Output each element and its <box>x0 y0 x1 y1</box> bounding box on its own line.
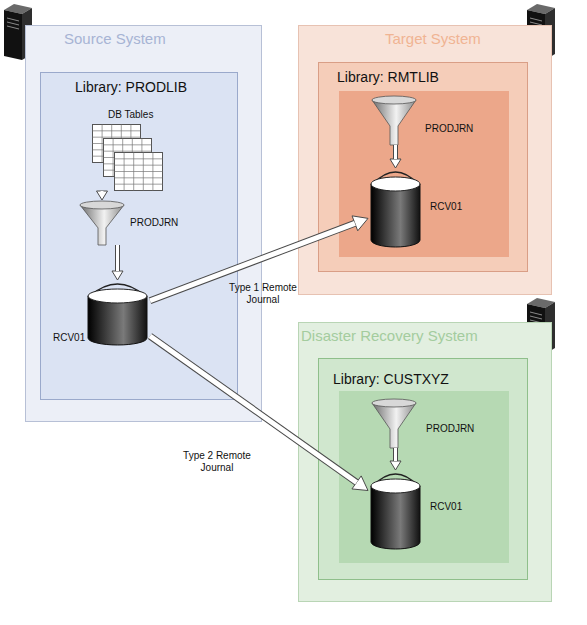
system-box: Target SystemLibrary: RMTLIB PRODJRN RCV01 <box>298 25 552 295</box>
server-slot <box>530 312 542 315</box>
system-title: Target System <box>385 30 481 47</box>
shape-label: RCV01 <box>430 201 462 213</box>
journal-receiver-shape <box>368 168 423 248</box>
shape-label: DB Tables <box>108 109 153 121</box>
system-box: Source SystemLibrary: PRODLIB DB TablesPR… <box>25 25 262 422</box>
shape-label: PRODJRN <box>425 123 473 135</box>
sheet-grid <box>115 177 163 178</box>
sheet-grid <box>104 144 152 145</box>
funnel-rim <box>372 96 416 104</box>
db-tables: DB Tables <box>92 124 164 192</box>
journal-funnel: PRODJRN <box>78 200 126 245</box>
journal-funnel: PRODJRN <box>370 95 418 145</box>
funnel-cone <box>80 205 124 245</box>
bucket-top <box>88 289 147 303</box>
sheet-grid <box>115 165 163 166</box>
system-box: Disaster Recovery SystemLibrary: CUSTXYZ… <box>298 322 552 602</box>
bucket-top <box>371 177 420 191</box>
library-title: Library: RMTLIB <box>337 69 439 85</box>
bucket-top <box>371 479 420 493</box>
server-top <box>527 4 555 14</box>
sheet-grid <box>93 137 141 138</box>
journal-funnel-shape <box>370 398 418 448</box>
library-title: Library: PRODLIB <box>75 79 187 95</box>
sheet-grid <box>104 151 152 152</box>
bucket-body <box>371 486 420 549</box>
edge-label: Type 2 Remote Journal <box>176 450 258 474</box>
edge-label: Type 1 Remote Journal <box>222 282 304 306</box>
system-title: Source System <box>64 30 166 47</box>
journal-receiver-shape <box>85 280 150 346</box>
library-box: Library: PRODLIB DB TablesPRODJRN RCV01 <box>40 72 238 400</box>
server-top <box>527 298 555 308</box>
server-front <box>4 10 22 60</box>
funnel-cone <box>372 403 416 448</box>
server-top <box>4 4 32 14</box>
sheet-grid <box>115 171 163 172</box>
server-slot <box>7 18 19 21</box>
library-box: Library: CUSTXYZ PRODJRN RCV01 <box>318 358 528 580</box>
library-title: Library: CUSTXYZ <box>333 371 449 387</box>
db-tables-shape <box>92 124 164 192</box>
bucket-body <box>371 184 420 247</box>
journal-receiver: RCV01 <box>85 280 150 346</box>
server-slot <box>530 316 542 319</box>
shape-label: PRODJRN <box>426 423 474 435</box>
funnel-rim <box>80 201 124 209</box>
shape-label: PRODJRN <box>130 217 178 229</box>
funnel-cone <box>372 100 416 145</box>
funnel-rim <box>372 399 416 407</box>
sheet-grid <box>115 158 163 159</box>
journal-receiver: RCV01 <box>368 168 423 248</box>
journal-receiver-shape <box>368 470 423 550</box>
journal-receiver: RCV01 <box>368 470 423 550</box>
sheet-outline <box>115 153 163 191</box>
system-title: Disaster Recovery System <box>301 327 478 344</box>
shape-label: RCV01 <box>430 501 462 513</box>
journal-funnel-shape <box>370 95 418 145</box>
shape-label: RCV01 <box>53 332 85 344</box>
server-slot <box>7 22 19 25</box>
journal-funnel: PRODJRN <box>370 398 418 448</box>
server-slot <box>7 26 19 29</box>
journal-funnel-shape <box>78 200 126 245</box>
table-sheet <box>115 153 163 191</box>
library-box: Library: RMTLIB PRODJRN RCV01 <box>318 62 528 272</box>
sheet-grid <box>93 130 141 131</box>
server-slot <box>530 18 542 21</box>
sheet-grid <box>115 184 163 185</box>
